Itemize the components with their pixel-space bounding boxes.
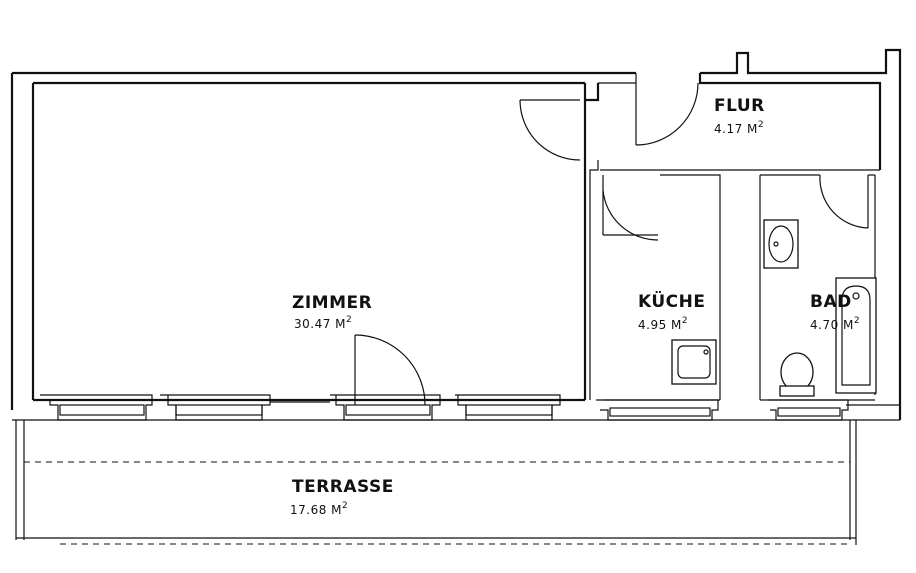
room-label-zimmer: ZIMMER 30.47 M2 bbox=[292, 293, 372, 331]
room-label-bad: BAD 4.70 M2 bbox=[810, 292, 860, 332]
toilet-icon bbox=[780, 352, 814, 392]
fixtures bbox=[671, 219, 877, 397]
room-area: 30.47 M2 bbox=[294, 315, 352, 331]
door-swings bbox=[354, 82, 869, 406]
room-area: 17.68 M2 bbox=[290, 501, 348, 517]
room-name: BAD bbox=[810, 292, 852, 312]
room-name: ZIMMER bbox=[292, 293, 372, 313]
room-area: 4.70 M2 bbox=[810, 316, 860, 332]
room-name: KÜCHE bbox=[638, 290, 706, 312]
south-windows bbox=[40, 394, 900, 421]
room-area: 4.95 M2 bbox=[638, 316, 688, 332]
washbasin-icon bbox=[763, 219, 799, 269]
room-label-terrasse: TERRASSE 17.68 M2 bbox=[290, 477, 394, 517]
room-label-kueche: KÜCHE 4.95 M2 bbox=[638, 290, 706, 332]
room-area: 4.17 M2 bbox=[714, 120, 764, 136]
room-label-flur: FLUR 4.17 M2 bbox=[714, 96, 765, 136]
terrace bbox=[12, 419, 900, 545]
room-name: TERRASSE bbox=[292, 477, 394, 497]
outer-walls bbox=[10, 48, 902, 420]
room-name: FLUR bbox=[714, 96, 765, 116]
inner-walls bbox=[33, 83, 875, 402]
